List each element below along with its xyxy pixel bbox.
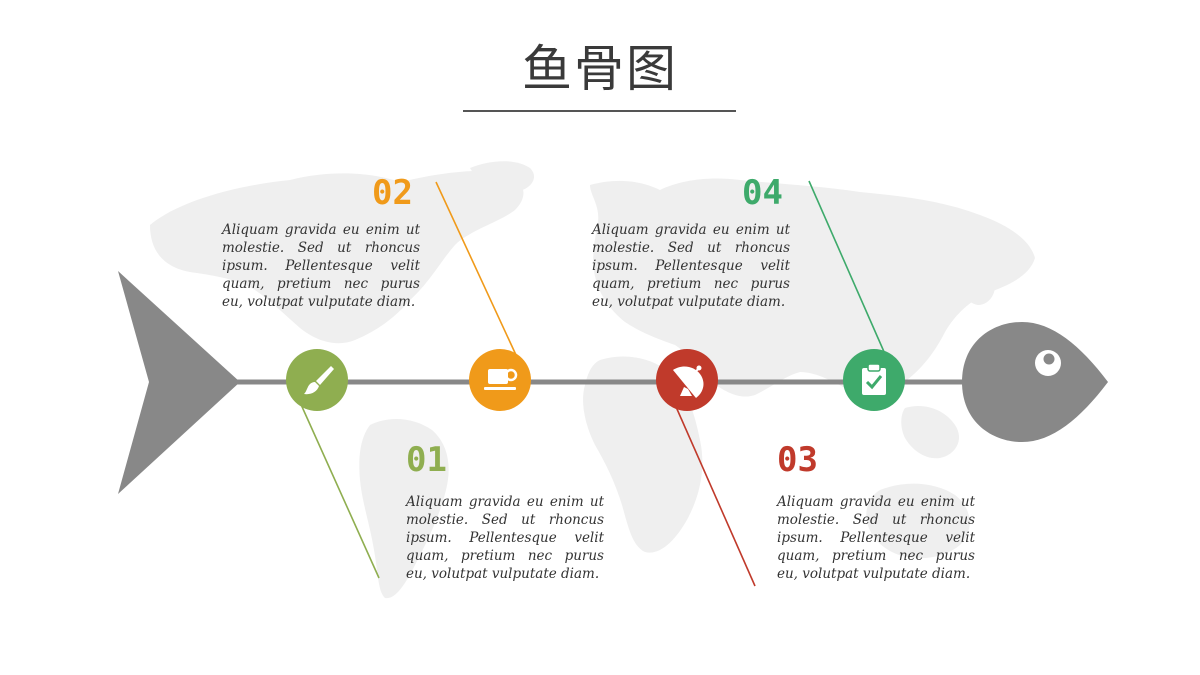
item-description-03: Aliquam gravida eu enim ut molestie. Sed… — [777, 494, 975, 582]
node-02 — [469, 349, 531, 411]
item-description-01: Aliquam gravida eu enim ut molestie. Sed… — [406, 494, 604, 582]
item-number-03: 03 — [777, 440, 818, 480]
fish-tail — [118, 271, 240, 494]
item-description-02: Aliquam gravida eu enim ut molestie. Sed… — [222, 222, 420, 310]
branch-line-01 — [298, 399, 380, 579]
item-number-02: 02 — [372, 173, 413, 213]
coffee-cup-icon — [484, 368, 518, 390]
branch-line-04 — [808, 180, 886, 355]
paintbrush-icon — [304, 366, 334, 395]
fish-pupil — [1043, 353, 1055, 365]
page-title: 鱼骨图 — [522, 40, 678, 98]
branch-line-03 — [672, 399, 756, 587]
item-number-04: 04 — [742, 173, 783, 213]
fish-head — [962, 322, 1108, 442]
clipboard-check-icon — [862, 363, 886, 395]
node-04 — [843, 349, 905, 411]
item-description-04: Aliquam gravida eu enim ut molestie. Sed… — [592, 222, 790, 310]
branch-lines — [298, 180, 886, 587]
branch-line-02 — [435, 181, 517, 356]
node-03 — [656, 349, 718, 411]
node-01 — [286, 349, 348, 411]
title-underline — [463, 110, 736, 112]
item-number-01: 01 — [406, 440, 447, 480]
satellite-dish-icon — [673, 365, 704, 398]
